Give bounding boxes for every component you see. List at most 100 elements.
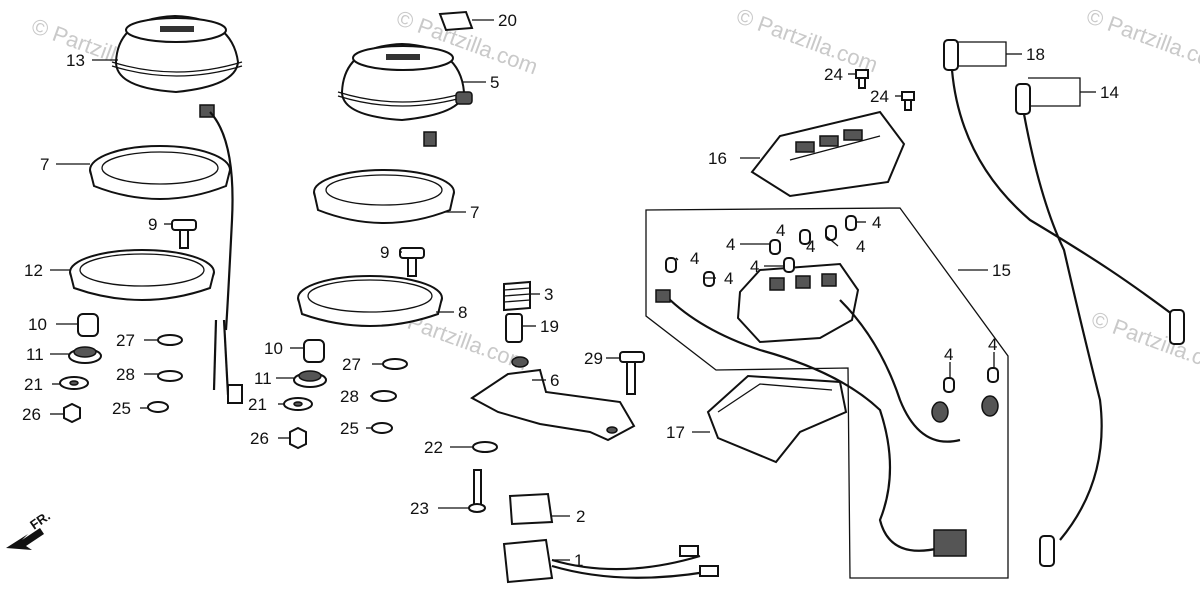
watermark-text: © Partzilla.com [1083,3,1200,77]
nut-25-left[interactable] [147,401,169,413]
left-wire-lead [222,319,230,396]
callout-21[interactable]: 21 [24,375,43,394]
callout-24[interactable]: 24 [870,87,889,106]
washer-27-center[interactable] [382,358,408,370]
callout-13[interactable]: 13 [66,51,85,70]
washer-27-left[interactable] [157,334,183,346]
cable-18[interactable] [943,39,1185,345]
indicator-cover-16[interactable] [750,110,906,198]
callout-4[interactable]: 4 [726,235,735,254]
callout-labels: 20 13 5 7 7 9 9 12 8 10 10 11 11 27 27 2… [22,11,1119,570]
bracket-6[interactable] [470,356,636,442]
cable-14[interactable] [1015,83,1103,567]
screw-24b[interactable] [901,91,915,111]
callout-4[interactable]: 4 [750,257,759,276]
callout-26[interactable]: 26 [22,405,41,424]
collar-19[interactable] [505,313,523,343]
callout-25[interactable]: 25 [112,399,131,418]
spring-3[interactable] [503,280,531,312]
center-rim-8[interactable] [297,275,443,327]
callout-17[interactable]: 17 [666,423,685,442]
under-cover-17[interactable] [706,374,848,464]
callout-24[interactable]: 24 [824,65,843,84]
callout-11[interactable]: 11 [26,345,44,364]
left-wire-connector [227,384,243,404]
bolt-29[interactable] [619,351,645,395]
washer-28-left[interactable] [157,370,183,382]
center-case-7[interactable] [313,169,455,224]
callout-28[interactable]: 28 [116,365,135,384]
callout-3[interactable]: 3 [544,285,553,304]
bushing-10-left[interactable] [77,313,99,337]
part-2[interactable] [508,492,554,526]
screw-24a[interactable] [855,69,869,89]
callout-4[interactable]: 4 [988,335,997,354]
left-case-7[interactable] [89,145,231,200]
washer-21-left[interactable] [59,376,89,390]
callout-25[interactable]: 25 [340,419,359,438]
grommet-11-center[interactable] [293,370,327,388]
callout-4[interactable]: 4 [690,249,699,268]
callout-2[interactable]: 2 [576,507,585,526]
left-meter-13[interactable] [111,14,243,118]
bulb-socket [931,401,949,423]
callout-9[interactable]: 9 [148,215,157,234]
callout-19[interactable]: 19 [540,317,559,336]
callout-14[interactable]: 14 [1100,83,1119,102]
callout-20[interactable]: 20 [498,11,517,30]
callout-26[interactable]: 26 [250,429,269,448]
callout-8[interactable]: 8 [458,303,467,322]
part-20[interactable] [438,10,474,32]
callout-7[interactable]: 7 [40,155,49,174]
callout-29[interactable]: 29 [584,349,603,368]
bushing-10-center[interactable] [303,339,325,363]
callout-12[interactable]: 12 [24,261,43,280]
callout-7[interactable]: 7 [470,203,479,222]
callout-4[interactable]: 4 [944,345,953,364]
callout-21[interactable]: 21 [248,395,267,414]
callout-15[interactable]: 15 [992,261,1011,280]
left-wire-lead [212,319,218,391]
harness-wire [839,299,961,443]
callout-6[interactable]: 6 [550,371,559,390]
callout-27[interactable]: 27 [342,355,361,374]
callout-16[interactable]: 16 [708,149,727,168]
washer-22[interactable] [472,441,498,453]
callout-10[interactable]: 10 [264,339,283,358]
callout-4[interactable]: 4 [776,221,785,240]
callout-4[interactable]: 4 [806,237,815,256]
callout-23[interactable]: 23 [410,499,429,518]
callout-18[interactable]: 18 [1026,45,1045,64]
bulb-socket [655,289,671,303]
bulb-socket [981,395,999,417]
bolt-23[interactable] [468,469,486,513]
callout-27[interactable]: 27 [116,331,135,350]
callout-1[interactable]: 1 [574,551,583,570]
harness-wire [665,295,941,552]
center-meter-5[interactable] [337,42,473,147]
relay-1[interactable] [502,538,719,584]
callout-11[interactable]: 11 [254,369,272,388]
nut-25-center[interactable] [371,422,393,434]
callout-4[interactable]: 4 [872,213,881,232]
grommet-11-left[interactable] [68,346,102,364]
washer-21-center[interactable] [283,397,313,411]
callout-10[interactable]: 10 [28,315,47,334]
washer-28-center[interactable] [371,390,397,402]
front-label: FR. [27,508,53,532]
screw-9-left[interactable] [171,219,197,249]
callout-28[interactable]: 28 [340,387,359,406]
callout-22[interactable]: 22 [424,438,443,457]
nut-26-left[interactable] [63,402,81,424]
nut-26-center[interactable] [289,426,307,450]
left-rim-12[interactable] [69,249,215,301]
bulbs-4[interactable] [665,215,999,393]
leader-lines [50,19,1096,561]
callout-4[interactable]: 4 [724,269,733,288]
screw-9-center[interactable] [399,247,425,277]
callout-9[interactable]: 9 [380,243,389,262]
callout-4[interactable]: 4 [856,237,865,256]
harness-15-frame [645,207,1009,579]
callout-5[interactable]: 5 [490,73,499,92]
